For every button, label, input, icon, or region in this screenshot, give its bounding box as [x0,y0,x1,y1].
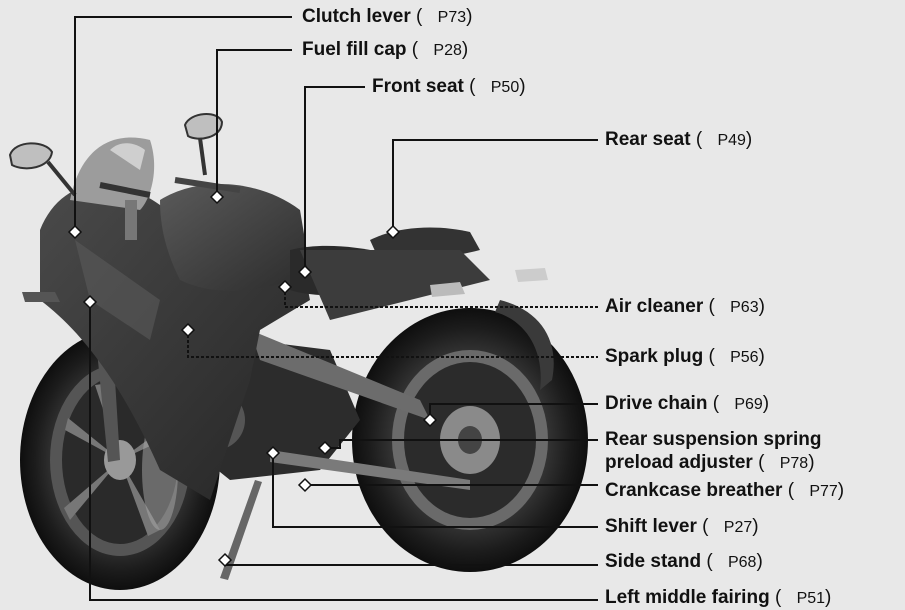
label-air-cleaner: Air cleaner ( P63) [605,296,765,317]
label-fuel-fill-cap: Fuel fill cap ( P28) [302,39,469,60]
fuel-tank [160,183,310,291]
label-crankcase-breather: Crankcase breather ( P77) [605,480,845,501]
side-stand-shape [220,480,262,580]
label-left-middle-fairing: Left middle fairing ( P51) [605,587,832,608]
label-front-seat: Front seat ( P50) [372,76,526,97]
label-spark-plug: Spark plug ( P56) [605,346,765,367]
swingarm [250,330,430,420]
label-rear-suspension-line2: preload adjuster ( P78) [605,452,815,473]
label-drive-chain: Drive chain ( P69) [605,393,770,414]
label-rear-seat: Rear seat ( P49) [605,129,753,150]
label-rear-suspension: Rear suspension spring [605,429,822,450]
label-side-stand: Side stand ( P68) [605,551,763,572]
label-shift-lever: Shift lever ( P27) [605,516,759,537]
rear-fender [495,300,554,390]
label-clutch-lever: Clutch lever ( P73) [302,6,473,27]
leader-dots [67,189,438,568]
mirrors [8,113,224,197]
